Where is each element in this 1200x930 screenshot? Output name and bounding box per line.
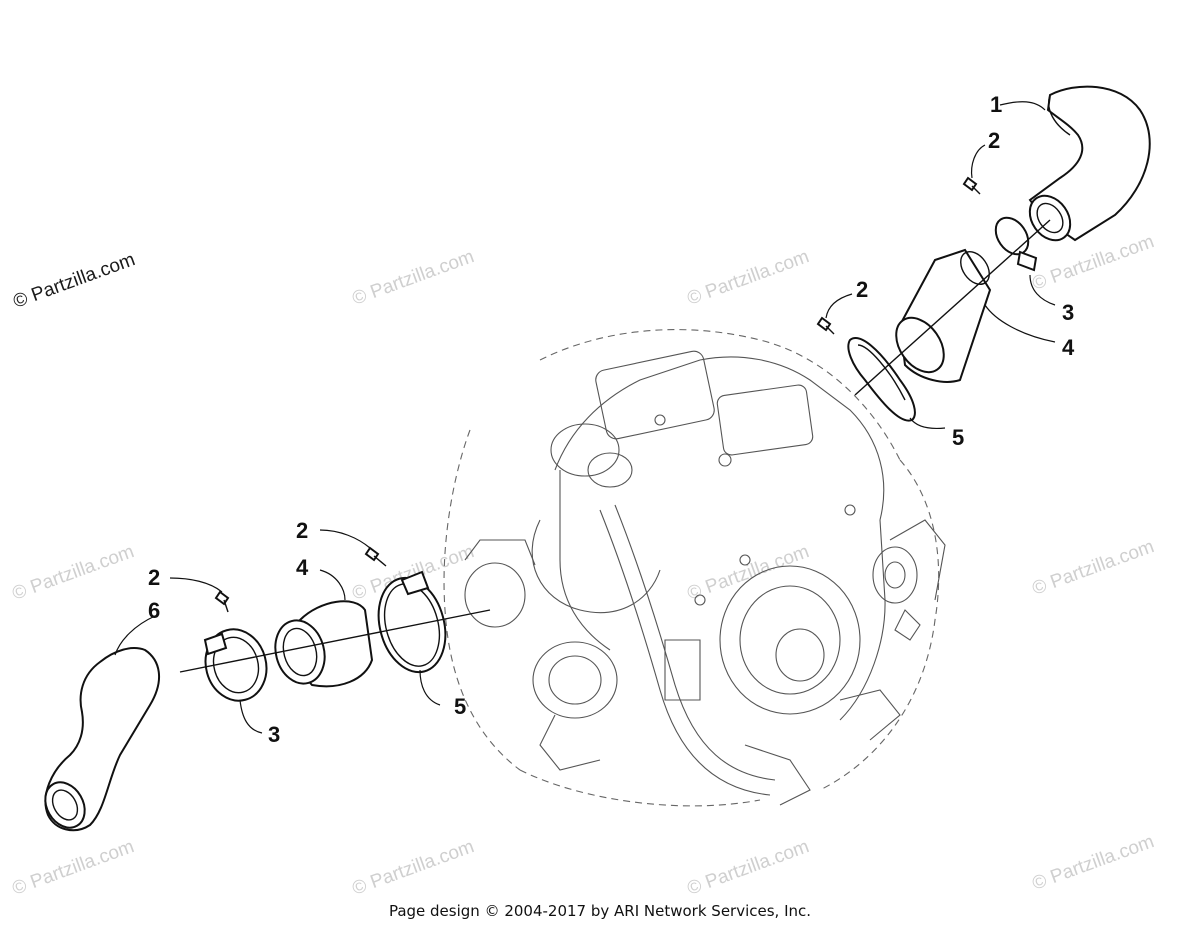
callout-duct: 1 [990,92,1002,117]
watermark: © Partzilla.com [350,836,477,900]
callout-clamp: 3 [268,722,280,747]
screw-icon [364,546,387,567]
lower-intake-assembly [44,529,491,832]
callout-clamp: 3 [1062,300,1074,325]
callout-hose: 6 [148,598,160,623]
screw-icon [214,590,230,613]
watermark: © Partzilla.com [350,246,477,310]
watermark: © Partzilla.com [685,541,812,605]
watermark-grid: © Partzilla.com © Partzilla.com © Partzi… [10,231,1157,900]
callout-clamp-ring: 5 [454,694,466,719]
watermark: © Partzilla.com [1030,831,1157,895]
watermark: © Partzilla.com [10,836,137,900]
screw-icon [816,316,835,335]
clamp-icon [203,628,268,702]
boot-icon [895,248,992,383]
callout-boot: 4 [1062,335,1075,360]
callout-screw: 2 [148,565,160,590]
callout-boot: 4 [296,555,309,580]
callouts: 1 2 3 2 4 5 2 2 4 6 5 3 [148,92,1075,747]
callout-clamp-ring: 5 [952,425,964,450]
callout-screw: 2 [856,277,868,302]
clamp-icon [994,216,1038,272]
watermark: © Partzilla.com [685,246,812,310]
boot-icon [274,600,374,688]
screw-icon [962,176,981,195]
callout-screw: 2 [988,128,1000,153]
watermark: © Partzilla.com [685,836,812,900]
watermark-main: © Partzilla.com [11,249,138,313]
watermark: © Partzilla.com [1030,536,1157,600]
watermark: © Partzilla.com [10,541,137,605]
copyright-footer: Page design © 2004-2017 by ARI Network S… [388,902,812,920]
watermark: © Partzilla.com [1030,231,1157,295]
engine-assembly [443,329,946,807]
callout-screw: 2 [296,518,308,543]
upper-intake-assembly [816,85,1151,430]
